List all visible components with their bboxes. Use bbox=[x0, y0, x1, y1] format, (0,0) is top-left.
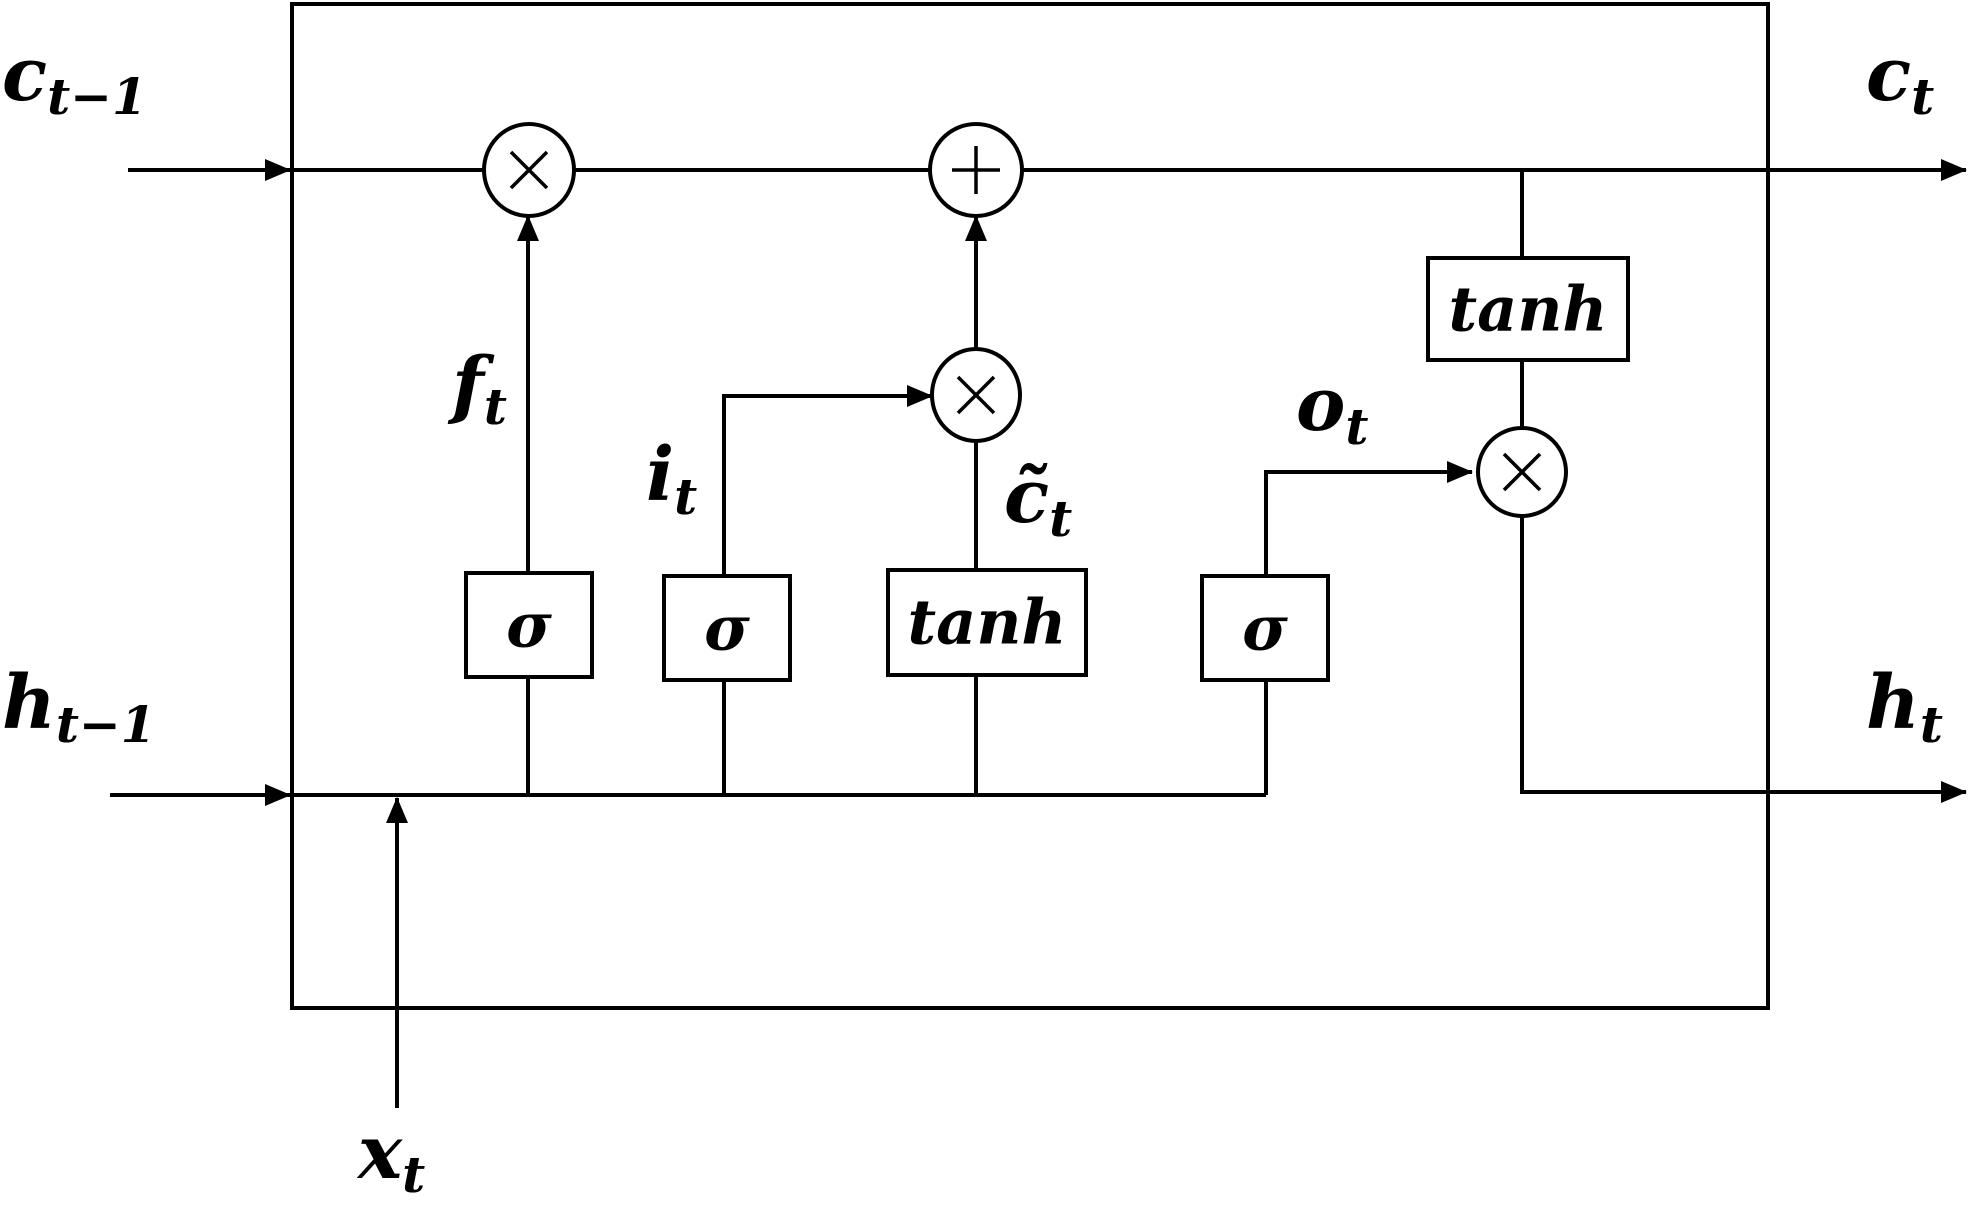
input-sigma-label: σ bbox=[704, 592, 750, 665]
forget-multiply-node bbox=[482, 122, 576, 218]
h-prev-label: ht−1 bbox=[2, 660, 156, 754]
h-output-arrow bbox=[1520, 516, 1967, 803]
c-prev-label: ct−1 bbox=[2, 32, 147, 126]
forget-gate-label: ft bbox=[447, 342, 507, 436]
multiply-icon bbox=[1502, 452, 1542, 492]
input-gate-arrow bbox=[722, 385, 933, 576]
output-sigma-label: σ bbox=[1242, 592, 1288, 665]
input-multiply-node bbox=[930, 347, 1022, 443]
plus-icon bbox=[952, 146, 1000, 194]
candidate-tanh-label: tanh bbox=[908, 586, 1067, 659]
forget-sigma-label: σ bbox=[506, 589, 552, 662]
multiply-icon bbox=[956, 375, 996, 415]
forget-sigma-box: σ bbox=[464, 571, 594, 679]
output-gate-label: ot bbox=[1296, 362, 1368, 456]
input-sigma-box: σ bbox=[662, 574, 792, 682]
output-gate-arrow bbox=[1264, 461, 1473, 576]
h-output-label: ht bbox=[1866, 660, 1943, 754]
cell-tanh-box: tanh bbox=[1426, 256, 1630, 362]
cell-add-node bbox=[928, 122, 1024, 218]
multiply-icon bbox=[509, 150, 549, 190]
x-label: xt bbox=[356, 1110, 425, 1204]
c-output-label: ct bbox=[1866, 32, 1934, 126]
input-gate-label: it bbox=[646, 432, 697, 526]
output-sigma-box: σ bbox=[1200, 574, 1330, 682]
candidate-tanh-box: tanh bbox=[886, 568, 1088, 677]
cell-tanh-label: tanh bbox=[1449, 273, 1608, 346]
output-multiply-node bbox=[1476, 426, 1568, 518]
candidate-label: c̃t bbox=[1004, 454, 1072, 548]
cell-boundary bbox=[290, 2, 1770, 1010]
